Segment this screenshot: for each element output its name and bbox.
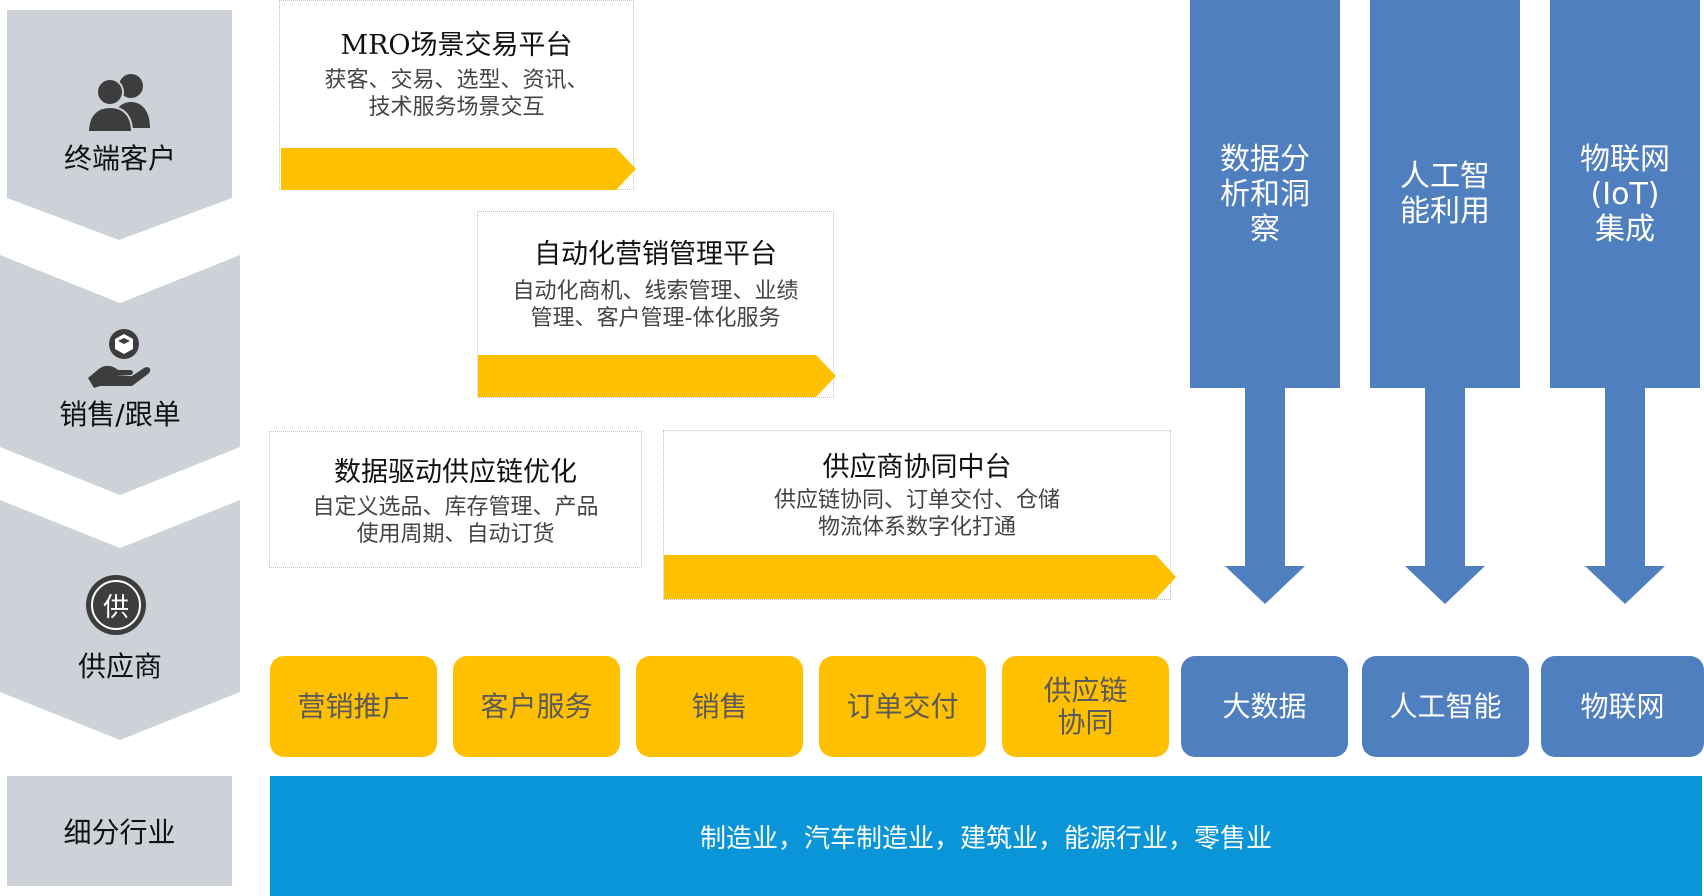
platform-arrow-bar bbox=[281, 148, 636, 190]
module-ai: 人工智能 bbox=[1362, 656, 1529, 757]
hand-box-icon bbox=[88, 329, 151, 388]
platform-arrow-bar bbox=[478, 355, 836, 397]
platform-title: 供应商协同中台 bbox=[822, 452, 1012, 483]
segment-label: 细分行业 bbox=[7, 776, 232, 886]
platform-desc-line: 物流体系数字化打通 bbox=[817, 515, 1016, 540]
industry-bar: 制造业，汽车制造业，建筑业，能源行业，零售业 bbox=[270, 776, 1702, 896]
users-icon bbox=[88, 74, 150, 132]
module-order-delivery: 订单交付 bbox=[819, 656, 986, 757]
stage-label-customer: 终端客户 bbox=[63, 142, 176, 175]
module-marketing: 营销推广 bbox=[270, 656, 437, 757]
stage-label-sales: 销售/跟单 bbox=[59, 398, 181, 431]
platform-title: 数据驱动供应链优化 bbox=[334, 457, 577, 488]
module-big-data: 大数据 bbox=[1181, 656, 1348, 757]
platform-title: 自动化营销管理平台 bbox=[534, 239, 777, 270]
platform-arrow-bar bbox=[664, 555, 1176, 599]
platform-title: MRO场景交易平台 bbox=[340, 30, 573, 61]
down-arrow-icon bbox=[1405, 388, 1485, 604]
tech-column-iot: 物联网 (IoT) 集成 bbox=[1550, 0, 1700, 388]
platform-desc-line: 自定义选品、库存管理、产品 bbox=[312, 495, 599, 520]
supplier-badge-text: 供 bbox=[91, 580, 141, 630]
module-customer-service: 客户服务 bbox=[453, 656, 620, 757]
module-supply-chain: 供应链 协同 bbox=[1002, 656, 1169, 757]
module-iot: 物联网 bbox=[1541, 656, 1704, 757]
stage-label-supplier: 供应商 bbox=[77, 650, 162, 683]
platform-desc-line: 自动化商机、线索管理、业绩 bbox=[512, 279, 799, 304]
supplier-badge-icon: 供 bbox=[86, 575, 146, 635]
platform-desc-line: 供应链协同、订单交付、仓储 bbox=[773, 488, 1060, 513]
platform-supply-chain: 数据驱动供应链优化 自定义选品、库存管理、产品 使用周期、自动订货 bbox=[269, 431, 642, 568]
tech-column-ai: 人工智 能利用 bbox=[1370, 0, 1520, 388]
down-arrow-icon bbox=[1225, 388, 1305, 604]
platform-desc-line: 获客、交易、选型、资讯、 bbox=[324, 68, 589, 93]
platform-desc-line: 使用周期、自动订货 bbox=[356, 522, 555, 547]
platform-desc-line: 技术服务场景交互 bbox=[368, 95, 545, 120]
tech-column-data-analysis: 数据分 析和洞 察 bbox=[1190, 0, 1340, 388]
industry-list: 制造业，汽车制造业，建筑业，能源行业，零售业 bbox=[699, 823, 1272, 854]
platform-desc-line: 管理、客户管理-体化服务 bbox=[530, 306, 781, 331]
module-sales: 销售 bbox=[636, 656, 803, 757]
down-arrow-icon bbox=[1585, 388, 1665, 604]
